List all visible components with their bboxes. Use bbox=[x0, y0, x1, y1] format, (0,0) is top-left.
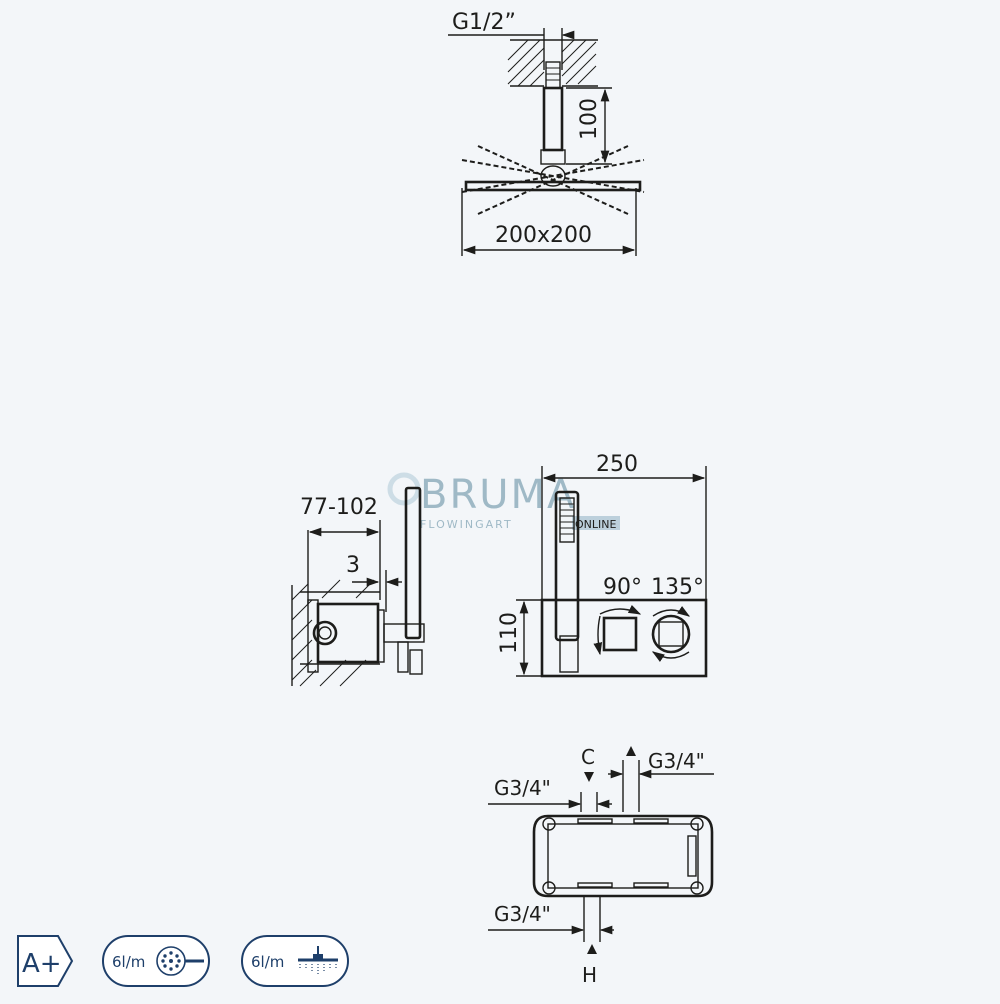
width-label: 250 bbox=[596, 452, 638, 477]
hot-arrow-icon bbox=[587, 944, 597, 954]
depth-label: 77-102 bbox=[300, 495, 378, 520]
size-label: 200x200 bbox=[495, 223, 592, 248]
shower-head bbox=[464, 180, 642, 192]
angle-135-label: 135° bbox=[651, 575, 704, 600]
outlet-thread-label: G3/4" bbox=[648, 749, 705, 773]
badges-row: A+ 6l/m 6l/m bbox=[17, 935, 349, 987]
handshower-holder bbox=[559, 635, 579, 673]
cold-arrow-icon bbox=[584, 772, 594, 782]
brand-watermark: BRUMA FLOWINGART ONLINE bbox=[387, 472, 620, 531]
rotate-90-icon bbox=[599, 604, 642, 615]
threaded-nipple bbox=[545, 61, 561, 89]
mixer-top-view: C G3/4" G3/4" G3/4" H bbox=[488, 745, 714, 987]
hot-thread-label: G3/4" bbox=[494, 902, 551, 926]
handshower-flow-badge: 6l/m bbox=[102, 935, 210, 987]
valve-body bbox=[316, 602, 380, 664]
hot-inlet-label: H bbox=[582, 963, 597, 987]
watermark-tagline-box bbox=[572, 516, 620, 530]
thread-label: G1/2” bbox=[452, 10, 516, 35]
shower-arm bbox=[542, 86, 564, 152]
energy-class-badge: A+ bbox=[17, 935, 74, 987]
knob-90 bbox=[602, 616, 638, 652]
energy-class-text: A+ bbox=[22, 949, 62, 979]
handshower-spray-face bbox=[559, 497, 575, 543]
angle-90-label: 90° bbox=[603, 575, 642, 600]
handshower-flow-text: 6l/m bbox=[112, 953, 145, 971]
plate-height-label: 110 bbox=[497, 612, 522, 654]
knob-135 bbox=[651, 614, 691, 654]
watermark-tagline: FLOWINGART bbox=[420, 518, 513, 531]
watermark-brand: BRUMA bbox=[420, 472, 576, 518]
rotate-135-icon bbox=[652, 606, 691, 617]
cold-inlet-label: C bbox=[581, 745, 595, 769]
mixer-body-top bbox=[532, 814, 714, 898]
head-shower-view: G1/2” 100 200x200 bbox=[448, 10, 645, 256]
mixer-front-view: 250 110 90° 135° bbox=[497, 452, 708, 678]
valve-port bbox=[312, 620, 338, 646]
watermark-tagline-box-text: ONLINE bbox=[575, 518, 616, 531]
handshower-side bbox=[404, 486, 422, 640]
outlet-arrow-icon bbox=[626, 746, 636, 756]
cover-plate bbox=[540, 598, 708, 678]
handshower-icon bbox=[156, 946, 204, 976]
offset-label: 3 bbox=[346, 553, 360, 578]
cold-thread-label: G3/4" bbox=[494, 776, 551, 800]
headshower-flow-text: 6l/m bbox=[251, 953, 284, 971]
height-label: 100 bbox=[577, 98, 602, 140]
handshower-front bbox=[554, 490, 580, 642]
headshower-icon bbox=[298, 946, 338, 974]
mixer-side-view: 77-102 3 bbox=[291, 486, 425, 687]
headshower-flow-badge: 6l/m bbox=[241, 935, 349, 987]
ceiling-hatch bbox=[507, 39, 598, 87]
head-tilt-positions bbox=[461, 145, 645, 215]
ball-joint bbox=[540, 165, 566, 187]
